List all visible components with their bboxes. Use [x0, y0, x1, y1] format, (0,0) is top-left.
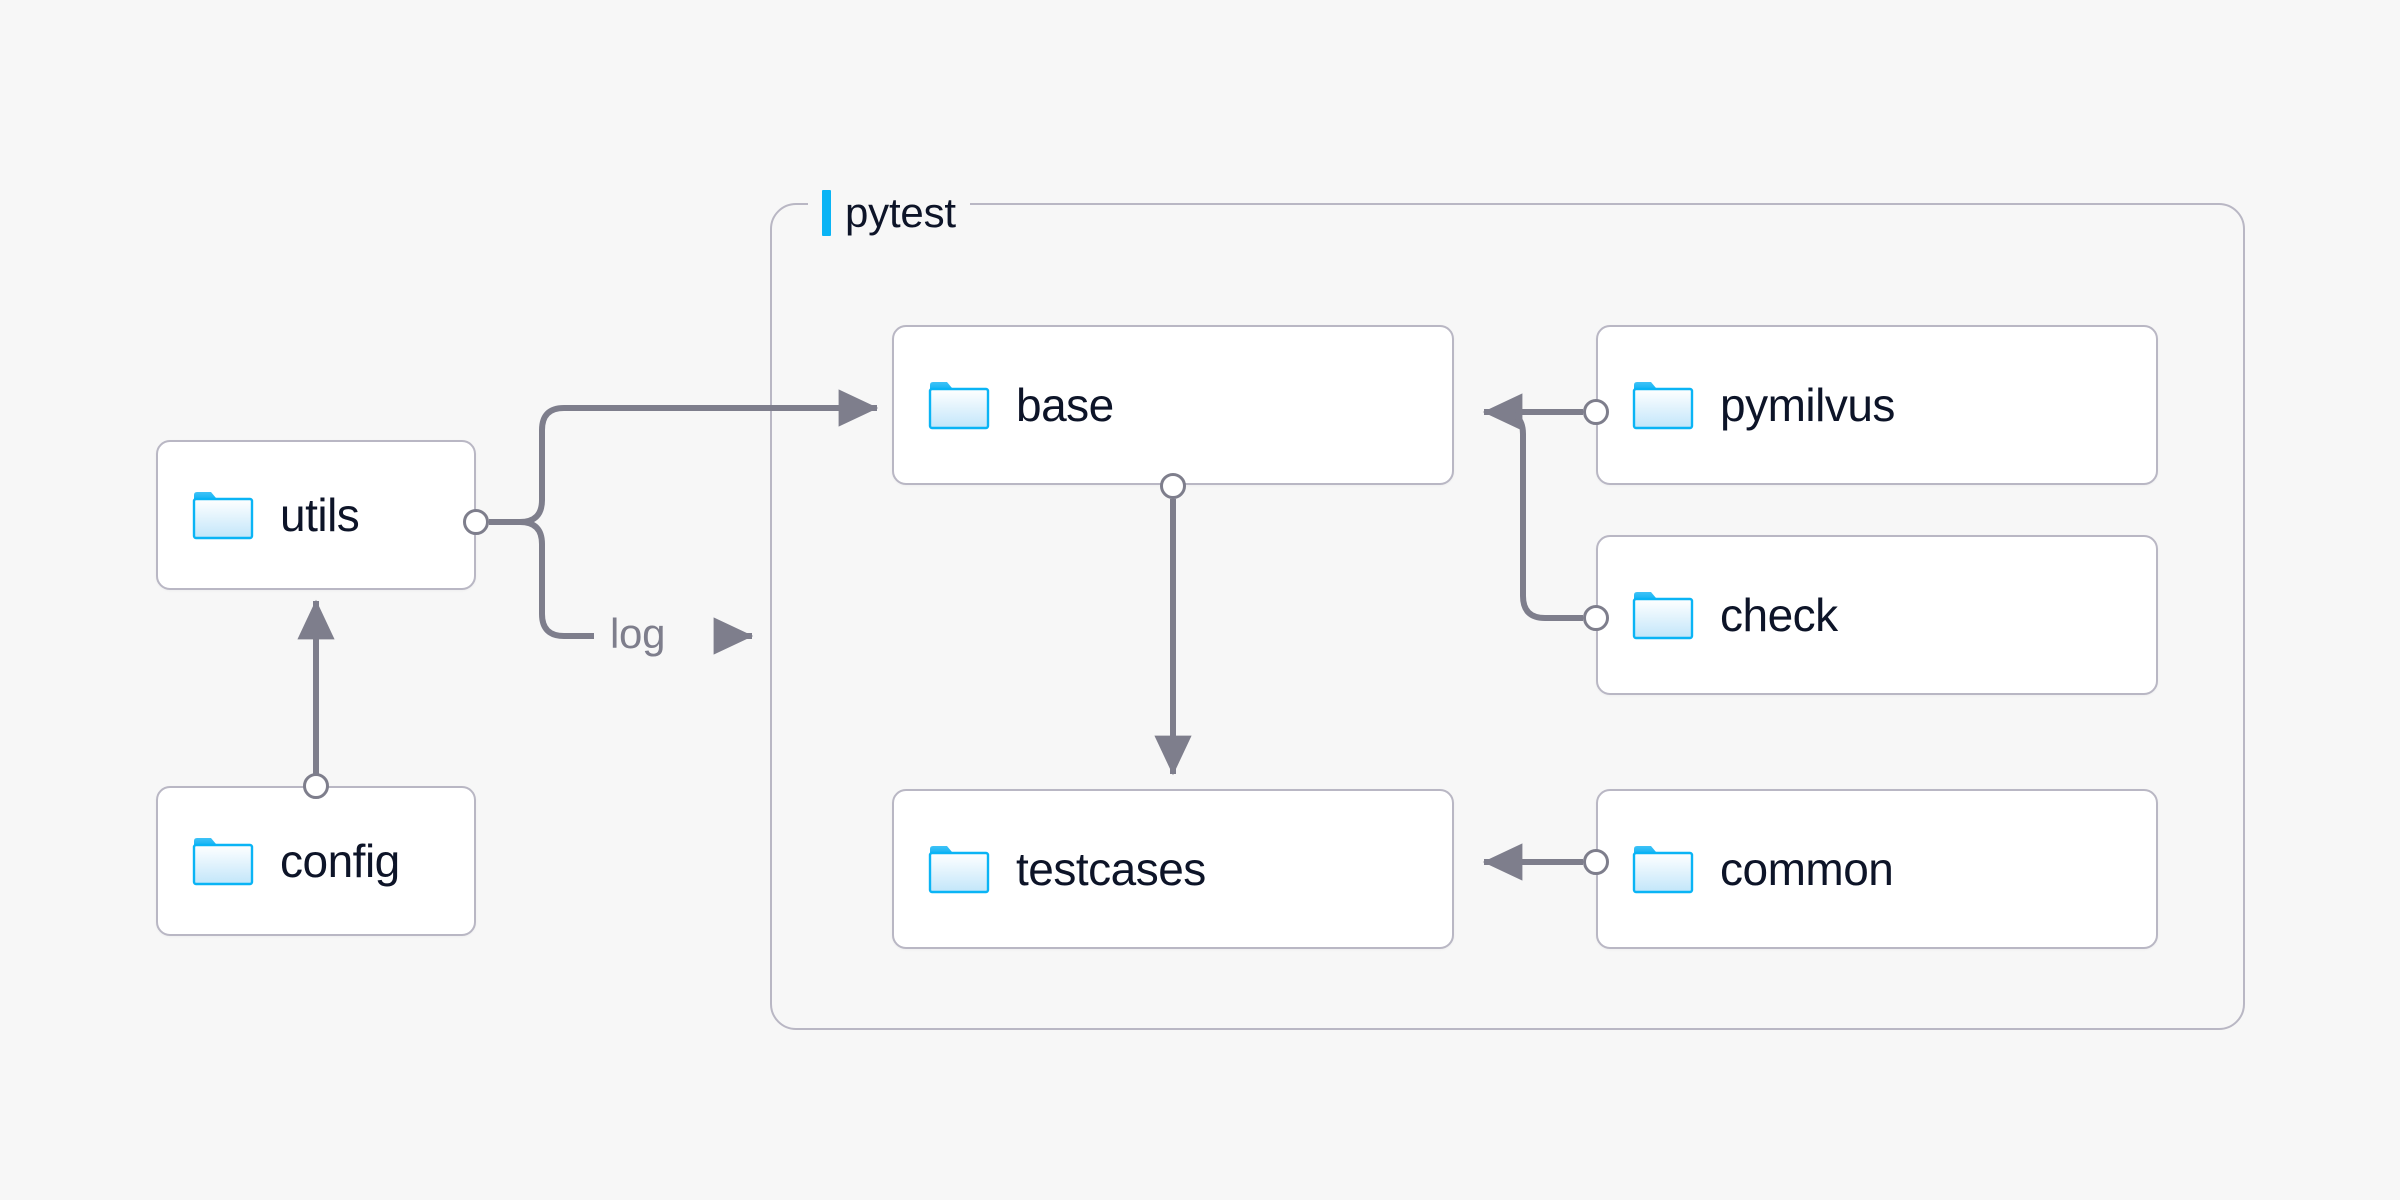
node-label-base: base: [1016, 379, 1114, 431]
node-pymilvus[interactable]: pymilvus: [1596, 325, 2158, 485]
port-base-bottom[interactable]: [1160, 473, 1186, 499]
node-label-testcases: testcases: [1016, 843, 1206, 895]
port-utils-right[interactable]: [463, 509, 489, 535]
port-common-left[interactable]: [1583, 849, 1609, 875]
group-title-text: pytest: [845, 189, 956, 236]
node-check[interactable]: check: [1596, 535, 2158, 695]
node-utils[interactable]: utils: [156, 440, 476, 590]
pytest-group-label: pytest: [808, 185, 970, 241]
port-check-left[interactable]: [1583, 605, 1609, 631]
folder-icon: [192, 838, 254, 886]
port-pymilvus-left[interactable]: [1583, 399, 1609, 425]
node-label-check: check: [1720, 589, 1838, 641]
port-config-top[interactable]: [303, 773, 329, 799]
folder-icon: [192, 492, 254, 540]
pytest-group-container[interactable]: [770, 203, 2245, 1030]
node-testcases[interactable]: testcases: [892, 789, 1454, 949]
node-label-config: config: [280, 835, 400, 887]
edge-utils-to-log: [489, 519, 594, 639]
folder-icon: [1632, 846, 1694, 894]
folder-icon: [928, 846, 990, 894]
folder-icon: [928, 382, 990, 430]
node-config[interactable]: config: [156, 786, 476, 936]
folder-icon: [1632, 382, 1694, 430]
node-label-pymilvus: pymilvus: [1720, 379, 1895, 431]
edge-label-log: log: [610, 610, 666, 657]
edge-utils-to-base: [489, 389, 879, 525]
edge-check-to-base: [1484, 409, 1583, 621]
node-base[interactable]: base: [892, 325, 1454, 485]
node-label-common: common: [1720, 843, 1894, 895]
accent-bar-icon: [822, 190, 831, 236]
folder-icon: [1632, 592, 1694, 640]
node-label-utils: utils: [280, 489, 360, 541]
node-common[interactable]: common: [1596, 789, 2158, 949]
